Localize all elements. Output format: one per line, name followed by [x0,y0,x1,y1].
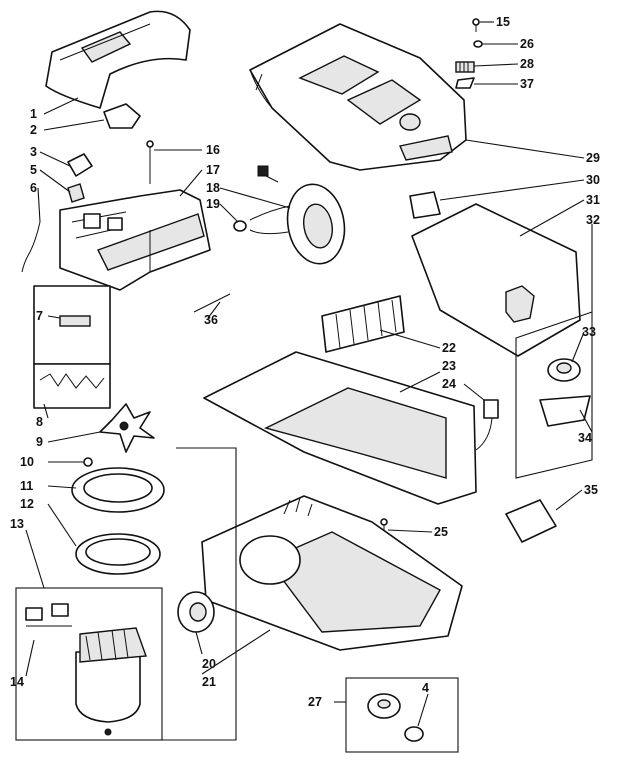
callout-32: 32 [586,213,600,227]
callout-12: 12 [20,497,34,511]
part-3-clip [67,153,93,177]
callout-18: 18 [206,181,220,195]
part-12-ring [75,533,161,575]
part-28-spring [455,61,475,73]
part-5-clip [67,183,85,203]
part-37-clip [455,77,475,89]
part-20-wheel [177,591,215,633]
callout-10: 10 [20,455,34,469]
part-24-switch [475,399,499,451]
callout-16: 16 [206,143,220,157]
part-19-grommet [233,220,247,232]
part-18-cord-reel [249,165,346,265]
callout-26: 26 [520,37,534,51]
callout-7: 7 [36,309,43,323]
callout-8: 8 [36,415,43,429]
part-22-grille [321,295,405,353]
part-1-motor-cover [45,10,191,109]
part-29-top-lid [249,23,467,171]
callout-36: 36 [204,313,218,327]
callout-11: 11 [20,479,33,493]
callout-5: 5 [30,163,37,177]
part-23-frame [203,351,477,505]
callout-21: 21 [202,675,216,689]
callout-9: 9 [36,435,43,449]
callout-17: 17 [206,163,220,177]
part-6-cord [21,221,41,273]
callout-30: 30 [586,173,600,187]
callout-33: 33 [582,325,596,339]
callout-35: 35 [584,483,598,497]
part-30-latch [409,191,441,219]
callout-labels: 1 2 3 5 6 7 8 9 10 11 12 13 14 15 16 17 … [10,15,600,709]
callout-19: 19 [206,197,220,211]
part-32-box [515,311,593,479]
callout-13: 13 [10,517,24,531]
callout-6: 6 [30,181,37,195]
callout-2: 2 [30,123,37,137]
callout-4: 4 [422,681,429,695]
callout-3: 3 [30,145,37,159]
callout-24: 24 [442,377,456,391]
callout-28: 28 [520,57,534,71]
part-16-bolt [146,140,154,184]
part-9-fan [99,403,155,453]
part-17-motor-housing [59,189,211,291]
callout-27: 27 [308,695,322,709]
part-33-seal [547,358,581,382]
callout-23: 23 [442,359,456,373]
part-13-motor [75,627,147,736]
callout-14: 14 [10,675,24,689]
part-21-base [201,495,463,651]
part-31-bag [411,203,581,357]
part-15-screw [472,18,480,32]
part-7-plate [33,285,111,365]
part-27-caster [367,693,401,719]
callout-37: 37 [520,77,534,91]
part-2-bracket [103,103,141,129]
callout-1: 1 [30,107,37,121]
callout-31: 31 [586,193,600,207]
callout-20: 20 [202,657,216,671]
part-35-bracket [505,499,557,543]
part-27-box [345,677,459,753]
part-8-filter [33,363,111,409]
part-10-nut [83,457,93,467]
part-26-washer [473,40,483,48]
part-13-box [15,587,163,741]
motor-assembly-outline [110,447,237,741]
leader-lines [25,21,593,727]
callout-34: 34 [578,431,592,445]
callout-29: 29 [586,151,600,165]
part-34-holder [539,395,591,427]
callout-22: 22 [442,341,456,355]
part-4-roller [404,726,424,742]
callout-25: 25 [434,525,448,539]
part-14-brushes [25,603,72,627]
part-11-ring [71,467,165,513]
callout-15: 15 [496,15,510,29]
part-36-pin [193,293,231,313]
